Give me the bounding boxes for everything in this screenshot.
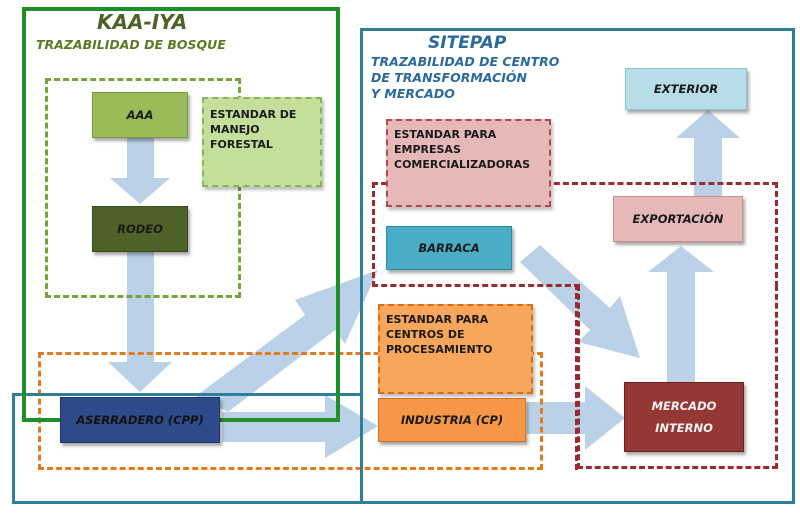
node-rodeo-label: RODEO	[117, 222, 163, 236]
orange-dashed-region	[38, 352, 543, 470]
arrow-barraca-to-mercado	[520, 245, 640, 358]
sitepap-subtitle-line2: DE TRANSFORMACIÓN	[371, 70, 527, 85]
red-dashed-region-left-edge	[575, 284, 579, 470]
red-dashed-region-top	[372, 182, 778, 287]
node-rodeo: RODEO	[92, 206, 188, 252]
arrow-mercado-to-exportacion	[648, 246, 714, 382]
red-dashed-region-connector	[372, 284, 580, 288]
arrow-exportacion-to-exterior	[676, 110, 740, 196]
sitepap-subtitle-line1: TRAZABILIDAD DE CENTRO	[371, 54, 560, 69]
node-exterior-label: EXTERIOR	[653, 82, 719, 96]
arrow-aaa-to-rodeo	[110, 138, 170, 204]
node-barraca-label: BARRACA	[418, 241, 480, 255]
node-exportacion-label: EXPORTACIÓN	[632, 212, 724, 226]
sitepap-frame-step	[12, 393, 363, 396]
node-mercado-label-line2: INTERNO	[655, 421, 713, 435]
sitepap-subtitle-line3: Y MERCADO	[371, 86, 455, 101]
arrow-aserradero-to-barraca	[196, 270, 378, 412]
kaa-iya-title: KAA-IYA	[97, 10, 188, 34]
sitepap-title: SITEPAP	[428, 33, 507, 53]
kaa-iya-subtitle: TRAZABILIDAD DE BOSQUE	[36, 37, 226, 52]
node-industria-label: INDUSTRIA (CP)	[400, 413, 504, 427]
standard-forest-management-text: ESTANDAR DE MANEJO FORESTAL	[210, 108, 297, 151]
sitepap-frame	[360, 28, 795, 504]
sitepap-subtitle: TRAZABILIDAD DE CENTRO DE TRANSFORMACIÓN…	[371, 54, 559, 102]
node-exterior: EXTERIOR	[625, 68, 747, 110]
green-dashed-region	[45, 78, 241, 298]
red-dashed-region-lower	[577, 285, 778, 469]
node-barraca: BARRACA	[386, 226, 512, 270]
standard-forest-management-note: ESTANDAR DE MANEJO FORESTAL	[202, 97, 322, 187]
node-industria: INDUSTRIA (CP)	[378, 398, 526, 442]
standard-companies-text: ESTANDAR PARA EMPRESAS COMERCIALIZADORAS	[394, 128, 531, 171]
arrow-rodeo-to-aserradero	[108, 252, 172, 392]
node-exportacion: EXPORTACIÓN	[613, 196, 743, 242]
node-mercado-label-line1: MERCADO	[651, 399, 717, 413]
node-aserradero: ASERRADERO (CPP)	[60, 397, 220, 443]
node-aserradero-label: ASERRADERO (CPP)	[76, 413, 204, 427]
standard-processing-text: ESTANDAR PARA CENTROS DE PROCESAMIENTO	[386, 313, 493, 356]
sitepap-frame-lower	[12, 393, 795, 504]
standard-companies-note: ESTANDAR PARA EMPRESAS COMERCIALIZADORAS	[386, 119, 551, 207]
standard-processing-note: ESTANDAR PARA CENTROS DE PROCESAMIENTO	[378, 304, 533, 394]
node-mercado-interno: MERCADO INTERNO	[624, 382, 744, 452]
node-aaa: AAA	[92, 92, 188, 138]
node-aaa-label: AAA	[126, 108, 154, 122]
